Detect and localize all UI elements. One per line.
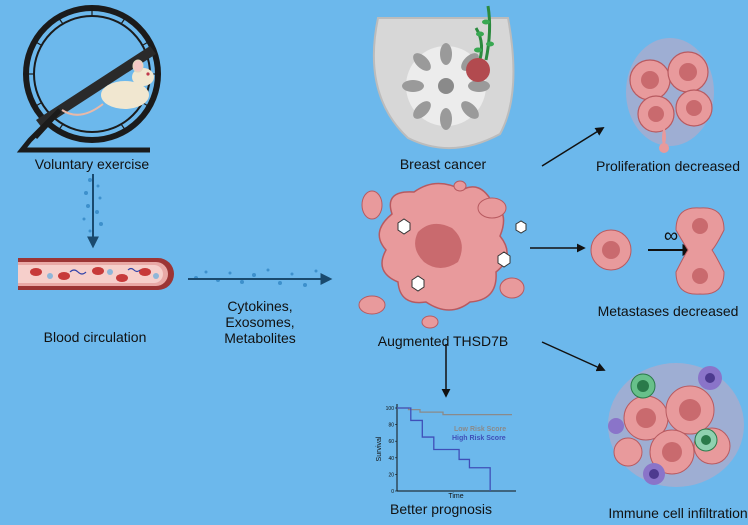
breast-cancer-label: Breast cancer — [399, 156, 487, 172]
high-risk-survival-line — [397, 407, 491, 491]
droplets-right — [194, 268, 318, 287]
droplets-down — [82, 178, 103, 233]
y-tick-label: 60 — [388, 439, 394, 445]
y-tick-label: 40 — [388, 456, 394, 462]
y-axis-label: Survival — [376, 436, 383, 461]
survival-chart: 0 20 40 60 80 100 Survival Time Low Risk Scor… — [360, 398, 520, 500]
y-tick-label: 0 — [391, 489, 394, 495]
cytokines-label: Cytokines, — [227, 298, 293, 314]
augmented-thsd7b-label: Augmented THSD7B — [377, 333, 509, 349]
y-tick-label: 80 — [388, 423, 394, 429]
proliferation-decreased-label: Proliferation decreased — [596, 158, 740, 174]
tumor-cell-cluster — [358, 180, 527, 329]
legend-low-risk: Low Risk Score — [454, 426, 506, 433]
y-tick-label: 100 — [386, 406, 395, 412]
better-prognosis-label: Better prognosis — [390, 501, 492, 517]
blood-vessel-icon — [18, 258, 174, 290]
y-tick-label: 20 — [388, 472, 394, 478]
immune-infiltration-icon — [608, 363, 744, 487]
secreted-factors-label: Cytokines, Exosomes, Metabolites — [205, 298, 315, 346]
metastasis-cells-icon — [590, 207, 725, 295]
x-axis-label: Time — [448, 493, 463, 500]
immune-infiltration-label: Immune cell infiltration — [608, 505, 748, 521]
infinity-symbol: ∞ — [663, 225, 679, 247]
voluntary-exercise-label: Voluntary exercise — [34, 156, 150, 172]
metabolites-label: Metabolites — [224, 330, 296, 346]
blood-circulation-label: Blood circulation — [43, 329, 147, 345]
to-proliferation-arrow — [541, 127, 605, 167]
legend-high-risk: High Risk Score — [452, 435, 506, 442]
proliferation-cells-icon — [626, 38, 714, 153]
exercise-wheel-icon — [16, 5, 161, 153]
breast-tissue-icon — [372, 5, 515, 149]
exosomes-label: Exosomes, — [225, 314, 295, 330]
to-immune-arrow — [541, 341, 606, 372]
metastases-decreased-label: Metastases decreased — [597, 303, 739, 319]
